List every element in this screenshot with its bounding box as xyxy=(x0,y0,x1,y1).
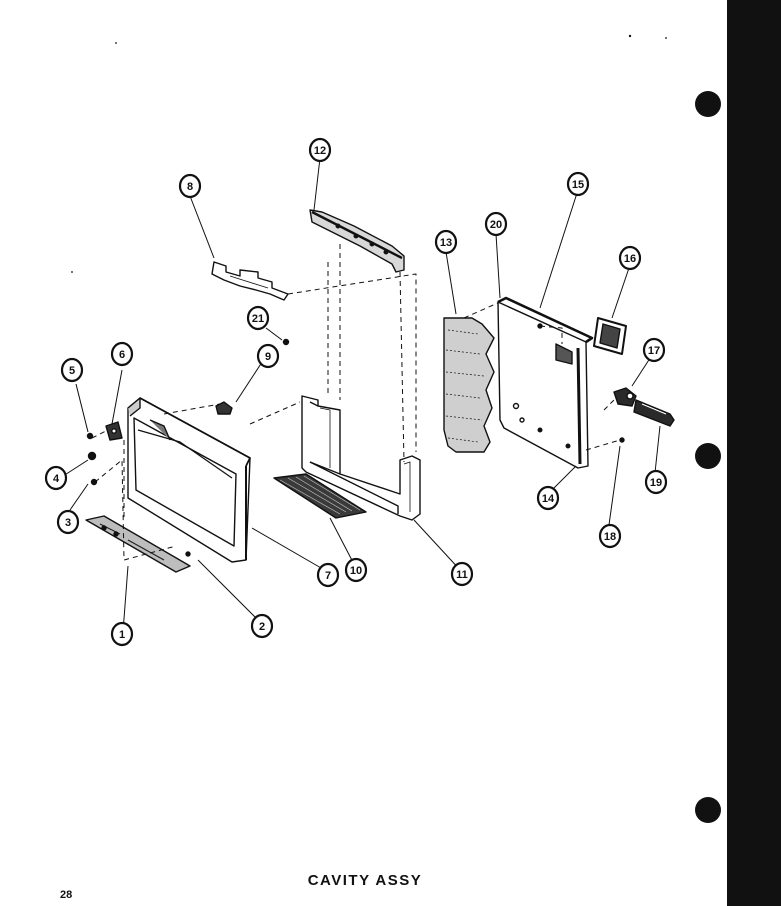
speck xyxy=(71,271,73,273)
binding-hole xyxy=(695,443,721,469)
part-side-panel xyxy=(497,296,594,469)
callout-circle xyxy=(618,245,642,271)
binding-hole xyxy=(695,797,721,823)
callout-number: 6 xyxy=(119,349,125,361)
callout-number: 11 xyxy=(456,569,468,581)
callout-19: 19 xyxy=(644,469,668,495)
callout-16: 16 xyxy=(618,245,642,271)
callout-number: 4 xyxy=(53,473,60,485)
callout-number: 5 xyxy=(69,365,75,377)
binding-hole xyxy=(695,91,721,117)
callout-21: 21 xyxy=(246,305,270,331)
callout-number: 12 xyxy=(314,145,326,157)
callout-circle xyxy=(250,613,274,639)
callout-number: 7 xyxy=(325,570,331,582)
callout-circle xyxy=(316,562,340,588)
screw-icon xyxy=(185,551,191,557)
callout-9: 9 xyxy=(256,343,280,369)
callout-number: 17 xyxy=(648,345,660,357)
screw-icon xyxy=(619,437,625,443)
callout-10: 10 xyxy=(344,557,368,583)
callout-circle xyxy=(110,341,134,367)
speck xyxy=(115,42,117,44)
callout-number: 1 xyxy=(119,629,125,641)
callout-14: 14 xyxy=(536,485,560,511)
callout-circle xyxy=(256,343,280,369)
callout-7: 7 xyxy=(316,562,340,588)
callout-2: 2 xyxy=(250,613,274,639)
callout-circle xyxy=(246,305,270,331)
screw-icon xyxy=(90,478,98,486)
callout-13: 13 xyxy=(434,229,458,255)
part-front-frame xyxy=(127,397,251,563)
screw-icon xyxy=(282,338,290,346)
callout-circle xyxy=(308,137,332,163)
callout-circle xyxy=(178,173,202,199)
callout-circle xyxy=(598,523,622,549)
callout-circle xyxy=(60,357,84,383)
callout-circle xyxy=(344,557,368,583)
callout-5: 5 xyxy=(60,357,84,383)
callout-circle xyxy=(110,621,134,647)
callout-circle xyxy=(484,211,508,237)
callout-3: 3 xyxy=(56,509,80,535)
screw-icon xyxy=(86,432,94,440)
part-control-strip xyxy=(85,515,191,573)
callout-15: 15 xyxy=(566,171,590,197)
callout-circle xyxy=(450,561,474,587)
assembly-guide-lines xyxy=(91,244,621,561)
callout-circle xyxy=(56,509,80,535)
callout-4: 4 xyxy=(44,465,68,491)
callout-circle xyxy=(434,229,458,255)
diagram-caption: CAVITY ASSY xyxy=(307,872,423,889)
speck xyxy=(665,37,667,39)
callout-number: 19 xyxy=(650,477,662,489)
callout-11: 11 xyxy=(450,561,474,587)
part-insulation xyxy=(443,317,495,453)
callout-number: 16 xyxy=(624,253,636,265)
callout-8: 8 xyxy=(178,173,202,199)
part-top-bracket xyxy=(211,261,289,301)
part-lamp-socket xyxy=(613,387,637,407)
callout-circle xyxy=(44,465,68,491)
callout-number: 10 xyxy=(350,565,362,577)
callout-20: 20 xyxy=(484,211,508,237)
callout-number: 3 xyxy=(65,517,71,529)
callout-number: 2 xyxy=(259,621,265,633)
callout-number: 21 xyxy=(252,313,264,325)
callout-number: 8 xyxy=(187,181,193,193)
part-gasket xyxy=(593,317,627,355)
part-small-bracket xyxy=(105,421,123,441)
callout-18: 18 xyxy=(598,523,622,549)
page-number: 28 xyxy=(60,889,73,901)
binding-strip xyxy=(727,0,781,906)
callout-number: 15 xyxy=(572,179,584,191)
part-bottom-channel xyxy=(301,395,421,521)
callout-12: 12 xyxy=(308,137,332,163)
callout-number: 14 xyxy=(542,493,555,505)
callout-number: 13 xyxy=(440,237,452,249)
part-bulb xyxy=(633,399,675,427)
part-top-panel xyxy=(309,209,405,273)
washer-icon xyxy=(87,451,97,461)
part-mesh-filter xyxy=(273,473,367,519)
callout-circle xyxy=(566,171,590,197)
callout-1: 1 xyxy=(110,621,134,647)
callout-number: 20 xyxy=(490,219,502,231)
callout-circle xyxy=(536,485,560,511)
callout-circle xyxy=(644,469,668,495)
callout-number: 18 xyxy=(604,531,616,543)
callout-number: 9 xyxy=(265,351,271,363)
callout-17: 17 xyxy=(642,337,666,363)
speck xyxy=(628,34,632,38)
callout-circle xyxy=(642,337,666,363)
leader-lines xyxy=(59,157,661,646)
callout-6: 6 xyxy=(110,341,134,367)
part-latch xyxy=(215,401,233,415)
